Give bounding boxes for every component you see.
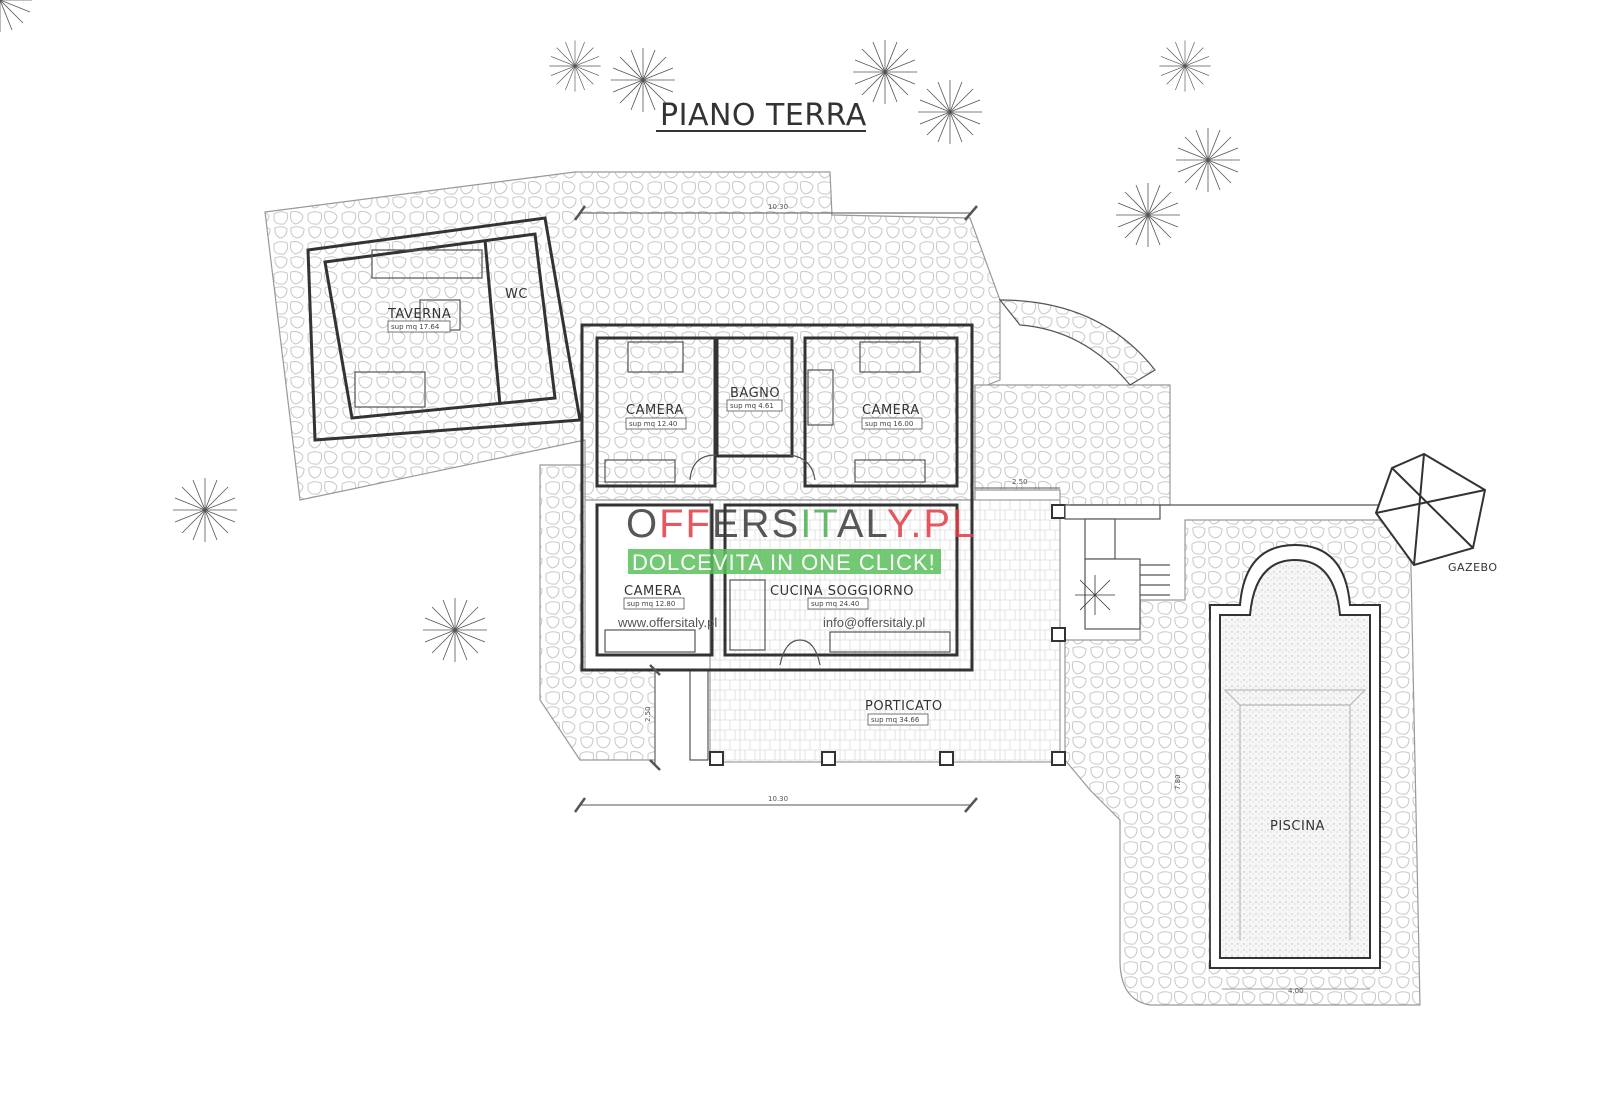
stone-paving-east (974, 384, 1171, 506)
dim-side: 2.50 (1012, 478, 1028, 486)
watermark-part: IT (800, 502, 837, 546)
taverna-building (306, 216, 582, 442)
room-area-camera-2: sup mq 16.00 (865, 420, 913, 428)
curved-path (998, 299, 1156, 386)
dim-pool-length: 7.80 (1174, 774, 1182, 790)
dim-pool-width: 4.00 (1288, 987, 1304, 995)
watermark-part: Y.PL (887, 502, 977, 546)
stone-paving-north (264, 171, 1001, 501)
watermark-tagline-bg (628, 549, 941, 574)
room-label-bagno: BAGNO (730, 386, 780, 401)
dim-porch-depth: 2.50 (644, 706, 652, 722)
stairs (1064, 504, 1410, 630)
room-label-porticato: PORTICATO (865, 699, 943, 714)
gazebo-icon (1374, 452, 1487, 567)
watermark-part: FF (659, 502, 712, 546)
room-area-camera-3: sup mq 12.80 (627, 600, 675, 608)
spiral-plant (1075, 575, 1115, 615)
watermark: OFFERSITALY.PL DOLCEVITA IN ONE CLICK! w… (617, 502, 976, 630)
tree-icons (0, 0, 1241, 663)
watermark-part: O (626, 502, 659, 546)
room-area-taverna: sup mq 17.64 (391, 323, 440, 331)
porch-step (689, 669, 709, 761)
dim-bottom: 10.30 (768, 795, 788, 803)
watermark-brand: OFFERSITALY.PL (626, 502, 976, 546)
room-area-camera-1: sup mq 12.40 (629, 420, 677, 428)
room-area-porticato: sup mq 34.66 (871, 716, 920, 724)
swimming-pool (1209, 543, 1381, 969)
watermark-tagline: DOLCEVITA IN ONE CLICK! (632, 550, 936, 575)
room-area-cucina: sup mq 24.40 (811, 600, 859, 608)
room-label-camera-1: CAMERA (626, 403, 684, 418)
watermark-part: AL (837, 502, 887, 546)
room-label-camera-2: CAMERA (862, 403, 920, 418)
plan-title: PIANO TERRA (660, 98, 867, 133)
room-label-piscina: PISCINA (1270, 819, 1325, 834)
main-house (580, 323, 974, 672)
gazebo-label: GAZEBO (1448, 561, 1498, 574)
watermark-email: info@offersitaly.pl (823, 615, 925, 630)
watermark-part: ERS (712, 502, 800, 546)
dimension-lines (573, 205, 1060, 813)
room-label-cucina: CUCINA SOGGIORNO (770, 584, 914, 599)
room-label-camera-3: CAMERA (624, 584, 682, 599)
room-label-wc: WC (505, 287, 528, 302)
watermark-website: www.offersitaly.pl (617, 615, 717, 630)
room-area-bagno: sup mq 4.61 (730, 402, 774, 410)
porch-columns (709, 504, 1066, 766)
dim-top: 10.30 (768, 203, 788, 211)
room-label-taverna: TAVERNA (387, 307, 451, 322)
